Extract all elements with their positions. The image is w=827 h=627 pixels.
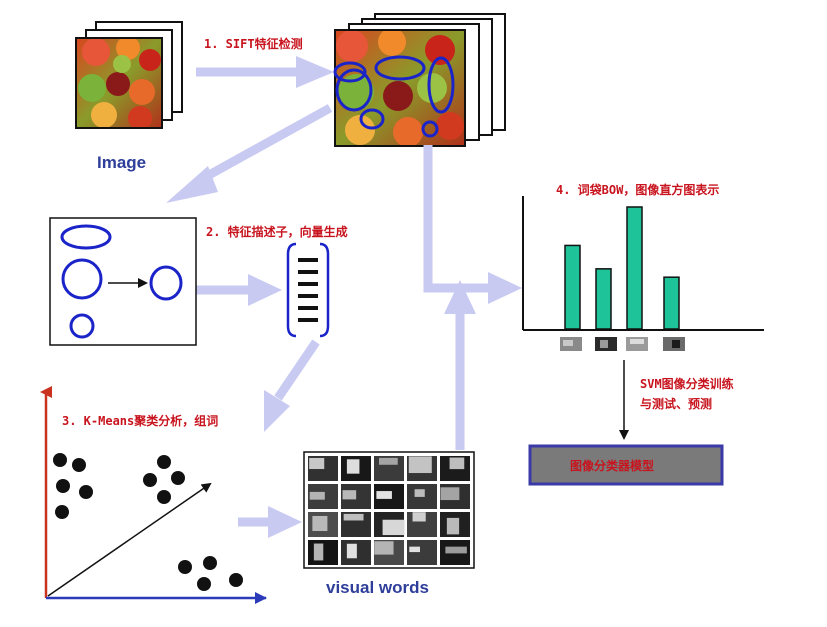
input-image-stack	[75, 21, 183, 129]
point	[72, 458, 86, 472]
point	[171, 471, 185, 485]
point	[53, 453, 67, 467]
step4-label: 4. 词袋BOW，图像直方图表示	[556, 182, 719, 197]
arrow-descriptors-to-vector-head	[248, 274, 282, 306]
svm-label-line1: SVM图像分类训练	[640, 376, 734, 391]
step2-label: 2. 特征描述子，向量生成	[206, 224, 348, 239]
visual-words-grid	[303, 451, 475, 569]
histogram-bar	[626, 206, 643, 330]
arrow-image-to-sift-head	[296, 56, 334, 88]
fruit-photo-sift	[335, 30, 465, 146]
point	[157, 490, 171, 504]
cluster-points	[53, 453, 243, 591]
arrow-scatter-to-words-head	[268, 506, 302, 538]
point	[157, 455, 171, 469]
descriptor-box	[49, 217, 197, 346]
visual-words-label: visual words	[326, 578, 429, 597]
point	[55, 505, 69, 519]
point	[203, 556, 217, 570]
arrow-vector-to-scatter-head	[264, 390, 290, 432]
descriptor-circle-large	[61, 258, 103, 300]
point	[197, 577, 211, 591]
fruit-photo	[76, 38, 162, 128]
arrow-sift-to-histogram-head	[488, 272, 522, 304]
svm-label-line2: 与测试、预测	[640, 396, 712, 411]
point	[56, 479, 70, 493]
visual-word-patch	[407, 540, 437, 565]
arrow-sift-to-descriptors	[197, 104, 333, 184]
arrow-vector-to-scatter	[274, 339, 320, 401]
arrow-sift-to-descriptors-head	[166, 166, 218, 203]
sift-keypoint-ellipses	[333, 55, 455, 138]
flow-arrows	[166, 56, 522, 538]
scatter-diagonal-arrow	[47, 482, 212, 597]
sift-image-stack	[333, 13, 506, 147]
feature-vector	[286, 242, 330, 338]
arrow-words-up-head	[444, 280, 476, 314]
classifier-label: 图像分类器模型	[570, 458, 654, 473]
point	[79, 485, 93, 499]
bow-histogram	[522, 196, 764, 351]
descriptor-circle-normalized	[149, 265, 183, 301]
histogram-bar	[564, 244, 581, 330]
histogram-bar	[595, 268, 612, 330]
step1-label: 1. SIFT特征检测	[204, 36, 303, 51]
step3-label: 3. K-Means聚类分析，组词	[62, 413, 218, 428]
classifier-model-box: 图像分类器模型	[528, 444, 724, 486]
kmeans-scatter	[40, 386, 267, 604]
histogram-bar	[663, 276, 680, 330]
point	[178, 560, 192, 574]
histogram-word-thumbnails	[560, 337, 685, 351]
point	[143, 473, 157, 487]
descriptor-ellipse-top	[60, 224, 112, 250]
descriptor-circle-small	[69, 313, 95, 339]
image-label: Image	[97, 153, 146, 172]
point	[229, 573, 243, 587]
arrow-sift-to-histogram	[423, 145, 492, 293]
